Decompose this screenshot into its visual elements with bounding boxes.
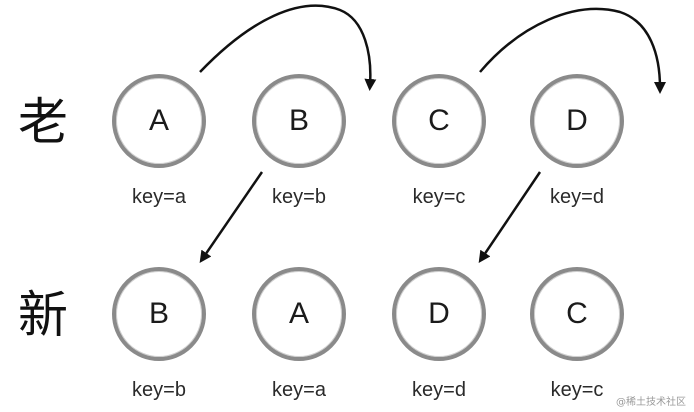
new-key-2: key=a: [272, 379, 326, 401]
node-letter: A: [148, 104, 169, 137]
arrow-old-b-to-new-b: [199, 171, 264, 263]
node-letter: B: [148, 297, 169, 330]
new-node-3: D: [392, 267, 486, 361]
node-letter: A: [288, 297, 309, 330]
old-key-3: key=c: [412, 186, 466, 208]
old-node-4: D: [530, 74, 624, 168]
old-node-3: C: [392, 74, 486, 168]
old-key-4: key=d: [550, 186, 604, 208]
node-letter: B: [288, 104, 309, 137]
arrow-curved-c-to-d-right: [479, 7, 666, 94]
node-letter: C: [566, 297, 588, 330]
new-row-label: 新: [18, 286, 68, 344]
node-letter: C: [428, 104, 450, 137]
arrow-old-d-to-new-d: [478, 171, 542, 263]
new-node-4: C: [530, 267, 624, 361]
node-letter: D: [566, 104, 588, 137]
old-node-1: A: [112, 74, 206, 168]
new-key-1: key=b: [132, 379, 186, 401]
old-key-1: key=a: [132, 186, 186, 208]
new-key-4: key=c: [550, 379, 604, 401]
old-row-label: 老: [18, 93, 68, 151]
new-node-1: B: [112, 267, 206, 361]
arrow-curved-a-to-c: [199, 4, 377, 91]
new-node-2: A: [252, 267, 346, 361]
old-key-2: key=b: [272, 186, 326, 208]
watermark: @稀土技术社区: [616, 397, 686, 408]
node-letter: D: [428, 297, 450, 330]
new-key-3: key=d: [412, 379, 466, 401]
old-node-2: B: [252, 74, 346, 168]
